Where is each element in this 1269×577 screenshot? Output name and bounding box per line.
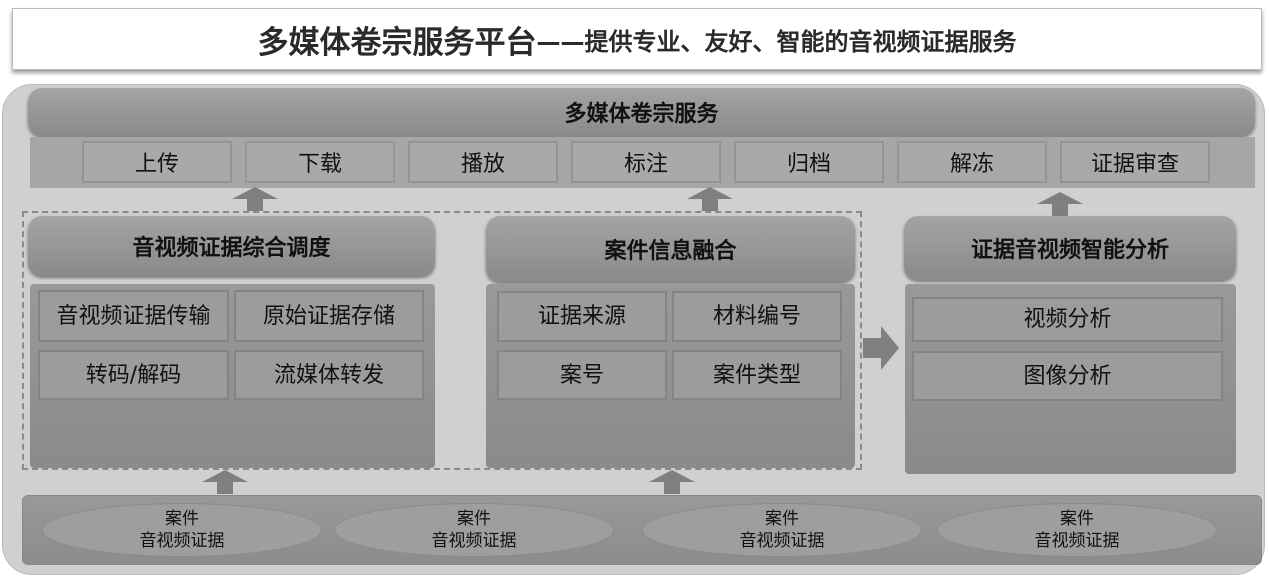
arrow-up-icon	[1037, 192, 1083, 216]
source-line1: 案件	[165, 509, 199, 529]
arrow-up-icon	[649, 470, 695, 494]
panel-case-info-header: 案件信息融合	[486, 216, 855, 282]
evidence-source-ellipse: 案件音视频证据	[937, 503, 1217, 557]
source-line1: 案件	[765, 509, 799, 529]
cell-av-transfer: 音视频证据传输	[38, 290, 229, 342]
service-download: 下载	[245, 141, 395, 183]
cell-case-number: 案号	[497, 350, 667, 400]
cell-stream-forward: 流媒体转发	[234, 350, 424, 400]
service-archive: 归档	[734, 141, 884, 183]
service-layer-header: 多媒体卷宗服务	[28, 88, 1255, 136]
arrow-right-icon	[863, 326, 899, 370]
service-evidence-review: 证据审查	[1060, 141, 1210, 183]
cell-case-type: 案件类型	[672, 350, 842, 400]
panel-analysis-header: 证据音视频智能分析	[904, 216, 1236, 280]
panel-scheduling-header: 音视频证据综合调度	[28, 216, 435, 276]
source-line2: 音视频证据	[139, 531, 225, 551]
source-line1: 案件	[457, 509, 491, 529]
platform-title: 多媒体卷宗服务平台	[257, 24, 537, 61]
service-upload: 上传	[82, 141, 232, 183]
evidence-source-ellipse: 案件音视频证据	[642, 503, 922, 557]
cell-transcode: 转码/解码	[38, 350, 229, 400]
cell-material-number: 材料编号	[672, 291, 842, 342]
cell-original-storage: 原始证据存储	[234, 290, 424, 342]
source-line2: 音视频证据	[431, 531, 517, 551]
service-unfreeze: 解冻	[897, 141, 1047, 183]
arrow-up-icon	[687, 187, 733, 211]
evidence-source-ellipse: 案件音视频证据	[42, 503, 322, 557]
source-line2: 音视频证据	[739, 531, 825, 551]
service-play: 播放	[408, 141, 558, 183]
platform-subtitle: ——提供专业、友好、智能的音视频证据服务	[536, 27, 1017, 56]
arrow-up-icon	[232, 187, 278, 211]
cell-video-analysis: 视频分析	[912, 297, 1223, 342]
source-line2: 音视频证据	[1034, 531, 1120, 551]
source-line1: 案件	[1060, 509, 1094, 529]
cell-evidence-source: 证据来源	[497, 291, 667, 342]
cell-image-analysis: 图像分析	[912, 351, 1223, 401]
evidence-source-ellipse: 案件音视频证据	[334, 503, 614, 557]
arrow-up-icon	[202, 470, 248, 494]
platform-title-banner: 多媒体卷宗服务平台——提供专业、友好、智能的音视频证据服务	[12, 8, 1262, 70]
dashed-group-boundary	[22, 211, 862, 470]
service-annotate: 标注	[571, 141, 721, 183]
